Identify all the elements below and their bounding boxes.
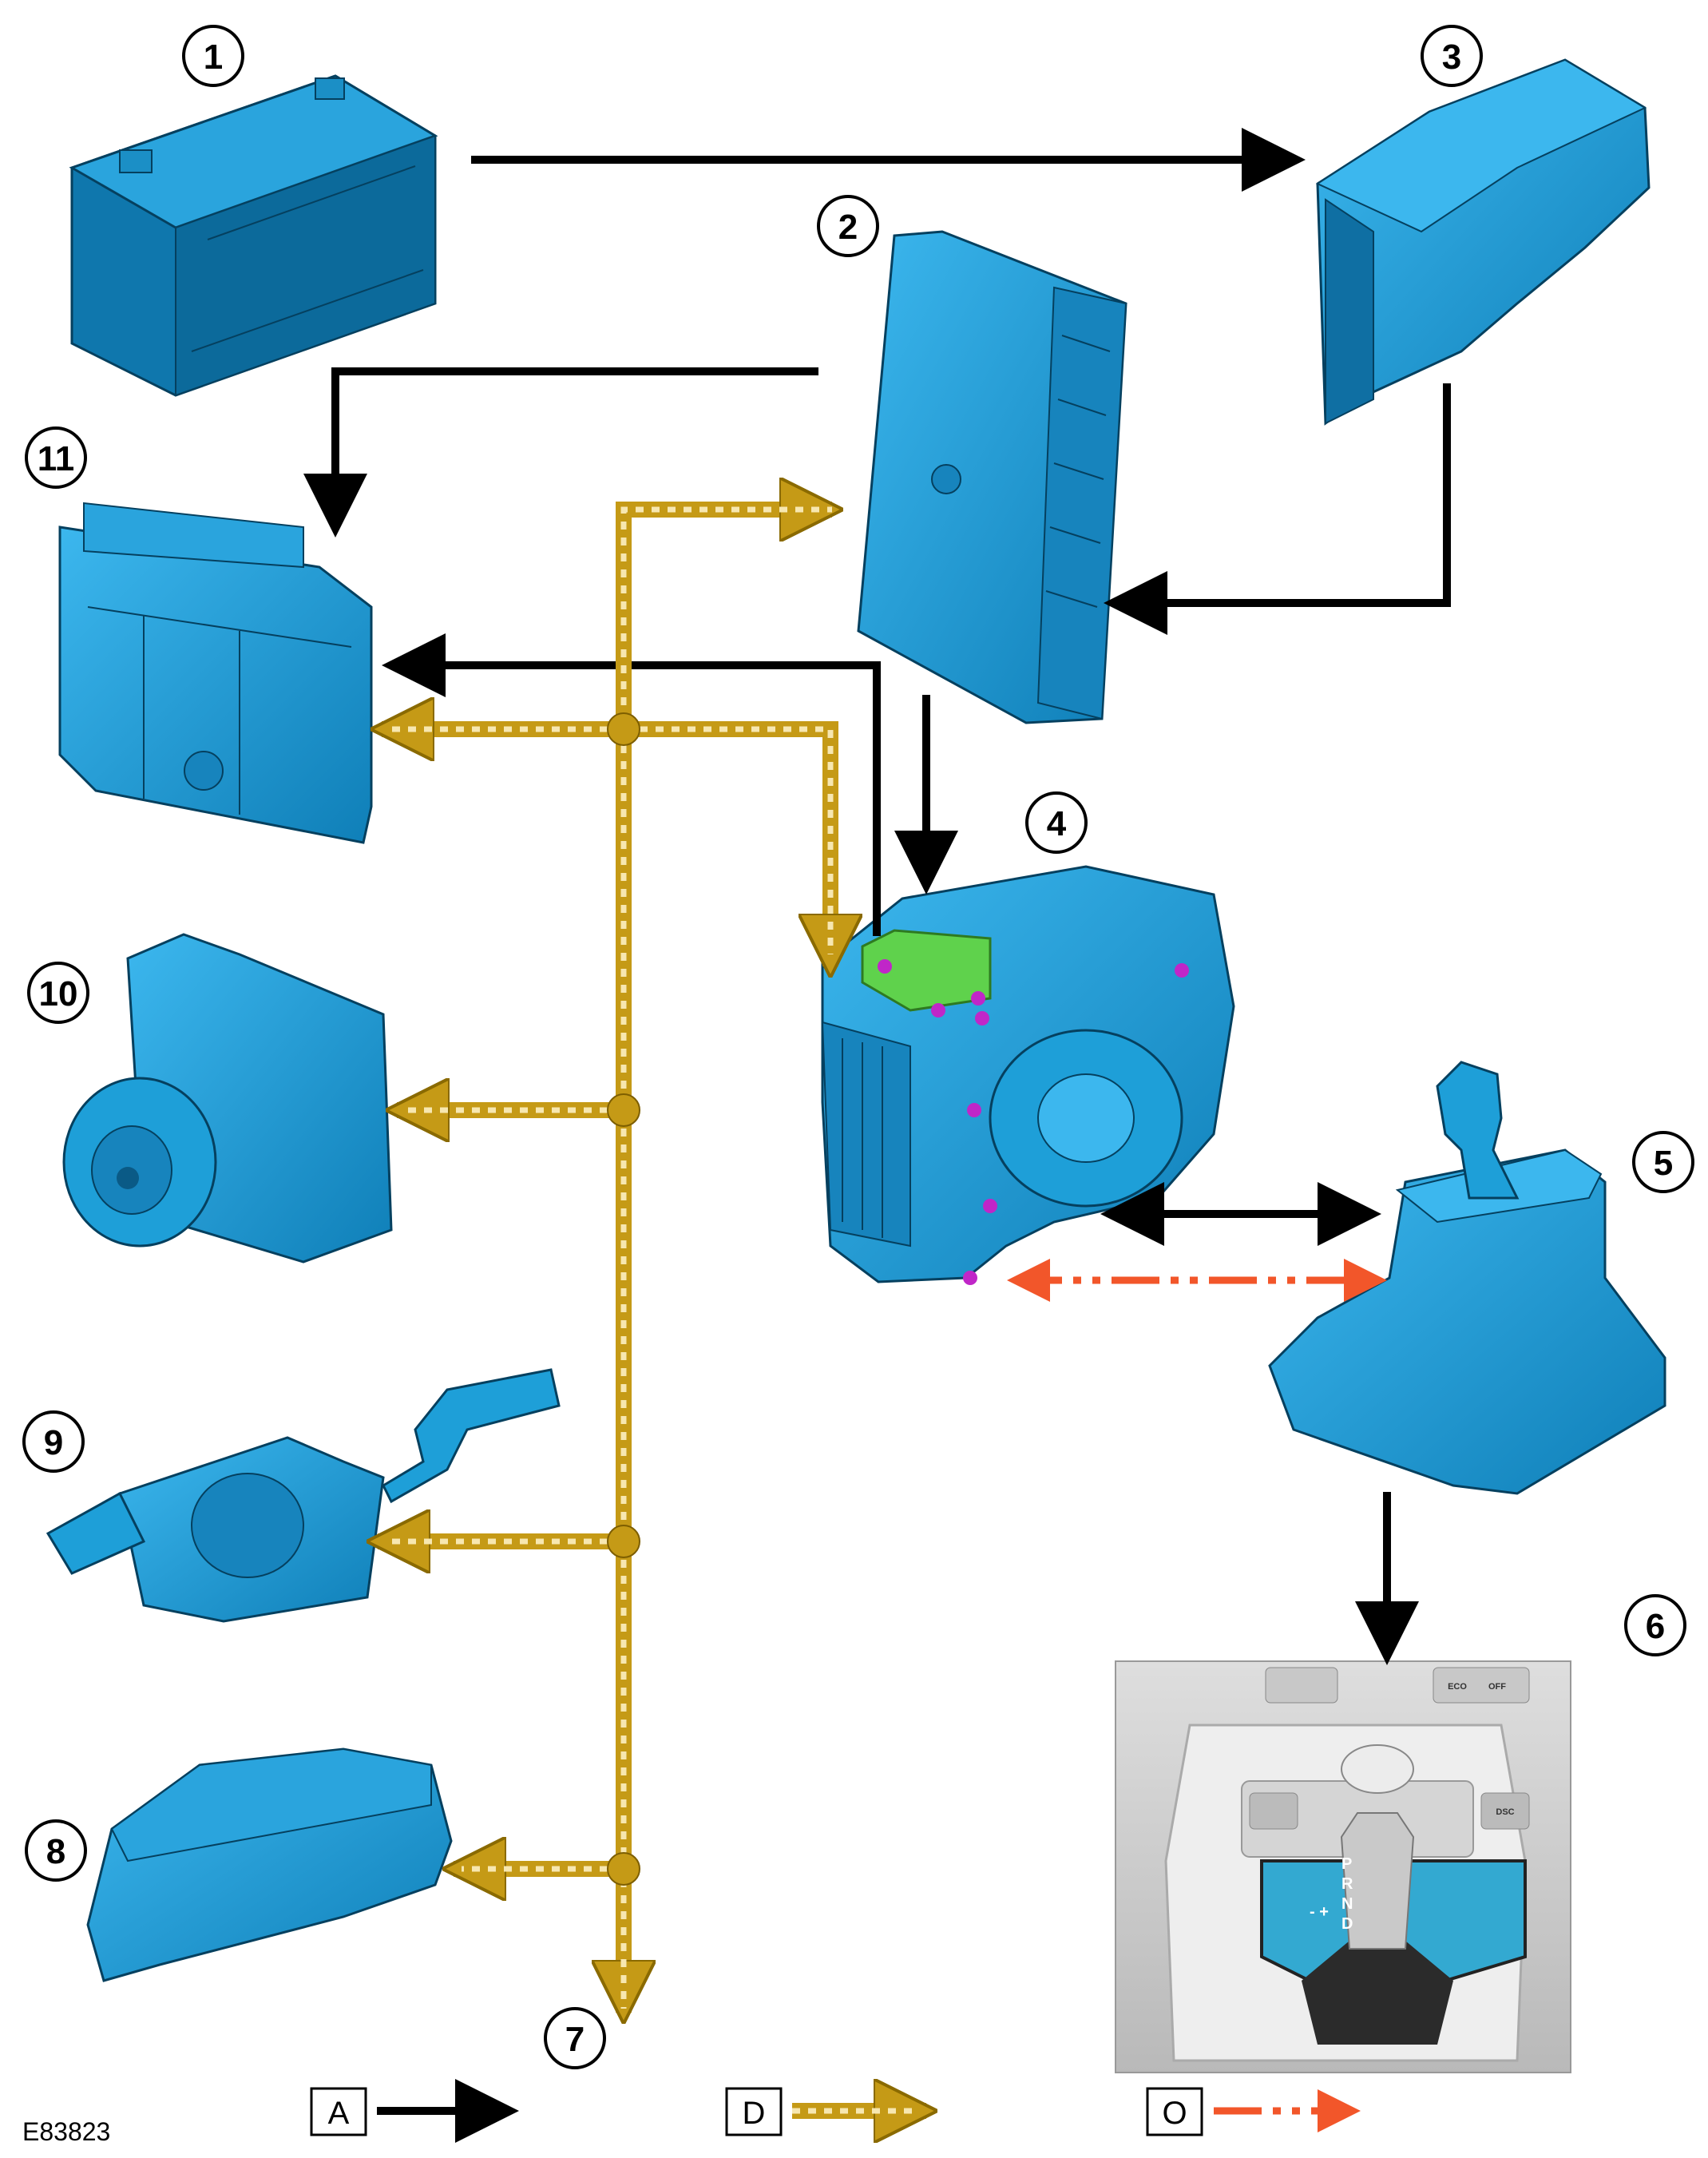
floor-console: DSC ECO OFF P R N D - + [1115, 1660, 1571, 2073]
callout-2-label: 2 [838, 208, 858, 247]
callout-2: 2 [817, 195, 879, 257]
transmission [821, 865, 1235, 1285]
engine-control-module [58, 502, 373, 844]
steering-column-switch [46, 1368, 561, 1623]
link-3-to-2 [1104, 383, 1451, 635]
callout-3: 3 [1421, 25, 1483, 87]
manual-signs-label: - + [1310, 1903, 1329, 1921]
off-button-label: OFF [1488, 1682, 1506, 1692]
dsc-button-label: DSC [1496, 1807, 1514, 1817]
callout-1-label: 1 [204, 38, 223, 77]
legend-item-o: O [1146, 2087, 1361, 2136]
callout-7-label: 7 [565, 2020, 585, 2059]
callout-5-label: 5 [1654, 1144, 1673, 1183]
bus-junction-8 [607, 1852, 640, 1886]
callouts: 1 2 3 4 5 6 7 8 9 10 11 [22, 25, 1694, 2069]
hard-wired-links [303, 128, 1451, 1665]
gear-p-label: P [1341, 1855, 1352, 1873]
callout-8-label: 8 [46, 1832, 65, 1871]
callout-11: 11 [25, 426, 87, 489]
legend-item-a: A [310, 2079, 519, 2143]
callout-10: 10 [27, 962, 89, 1024]
legend-o-label: O [1162, 2096, 1187, 2131]
gear-d-label: D [1341, 1915, 1353, 1933]
callout-8: 8 [25, 1819, 87, 1882]
link-4-to-11 [382, 633, 881, 936]
legend-a-label: A [328, 2096, 350, 2131]
legend: A D O [310, 2079, 1361, 2143]
callout-4-label: 4 [1047, 804, 1067, 843]
callout-9: 9 [22, 1410, 85, 1473]
bus-to-4 [624, 721, 830, 966]
bus-junction-11 [607, 712, 640, 746]
can-bus-links [378, 510, 832, 2013]
callout-6-label: 6 [1646, 1607, 1665, 1646]
callout-9-label: 9 [44, 1423, 63, 1462]
abs-module [62, 933, 393, 1263]
callout-10-label: 10 [39, 974, 78, 1014]
callout-7: 7 [544, 2007, 606, 2069]
callout-3-label: 3 [1442, 38, 1461, 77]
callout-11-label: 11 [38, 439, 75, 478]
callout-5: 5 [1632, 1131, 1694, 1193]
link-2-to-11 [303, 367, 818, 538]
bus-junction-9 [607, 1525, 640, 1558]
instrument-cluster [86, 1747, 453, 1982]
callout-4: 4 [1025, 791, 1088, 854]
legend-d-label: D [743, 2096, 766, 2131]
gear-r-label: R [1341, 1875, 1353, 1893]
body-control-module [857, 230, 1127, 724]
junction-box [1315, 58, 1651, 426]
bus-junction-10 [607, 1093, 640, 1127]
bus-backbone [624, 510, 832, 2013]
callout-1: 1 [182, 25, 244, 87]
gear-n-label: N [1341, 1895, 1353, 1913]
transmission-selector [1268, 1061, 1666, 1495]
eco-button-label: ECO [1448, 1682, 1467, 1692]
callout-6: 6 [1624, 1594, 1686, 1656]
battery [69, 74, 438, 397]
legend-item-d: D [725, 2089, 926, 2135]
figure-id: E83823 [22, 2117, 110, 2146]
